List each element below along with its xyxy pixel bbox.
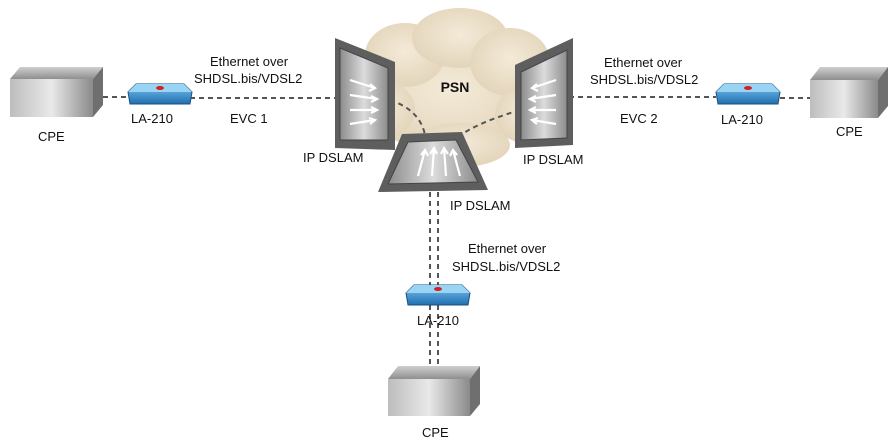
link-right-line2: SHDSL.bis/VDSL2 xyxy=(590,72,698,87)
dslam-right-label: IP DSLAM xyxy=(523,152,583,167)
link-right-evc: EVC 2 xyxy=(620,111,658,126)
la-bottom-device xyxy=(405,284,471,306)
dslam-right xyxy=(515,38,573,148)
la-right-label: LA-210 xyxy=(721,112,763,127)
cpe-right-label: CPE xyxy=(836,124,863,139)
link-left-evc: EVC 1 xyxy=(230,111,268,126)
la-left-label: LA-210 xyxy=(131,111,173,126)
cpe-bottom-device xyxy=(388,366,480,416)
link-left-line1: Ethernet over xyxy=(210,54,289,69)
dslam-left-label: IP DSLAM xyxy=(303,150,363,165)
cpe-right-device xyxy=(810,67,888,118)
cpe-left-label: CPE xyxy=(38,129,65,144)
dslam-left xyxy=(335,38,395,150)
cpe-left-device xyxy=(10,67,103,117)
la-left-device xyxy=(127,83,193,105)
link-bottom-line1: Ethernet over xyxy=(468,241,547,256)
la-bottom-label: LA-210 xyxy=(417,313,459,328)
cpe-bottom-label: CPE xyxy=(422,425,449,440)
link-right-line1: Ethernet over xyxy=(604,55,683,70)
link-left-line2: SHDSL.bis/VDSL2 xyxy=(194,71,302,86)
la-right-device xyxy=(715,83,781,105)
psn-label: PSN xyxy=(441,79,470,95)
link-bottom-line2: SHDSL.bis/VDSL2 xyxy=(452,259,560,274)
dslam-bottom-label: IP DSLAM xyxy=(450,198,510,213)
dslam-bottom xyxy=(378,132,488,192)
